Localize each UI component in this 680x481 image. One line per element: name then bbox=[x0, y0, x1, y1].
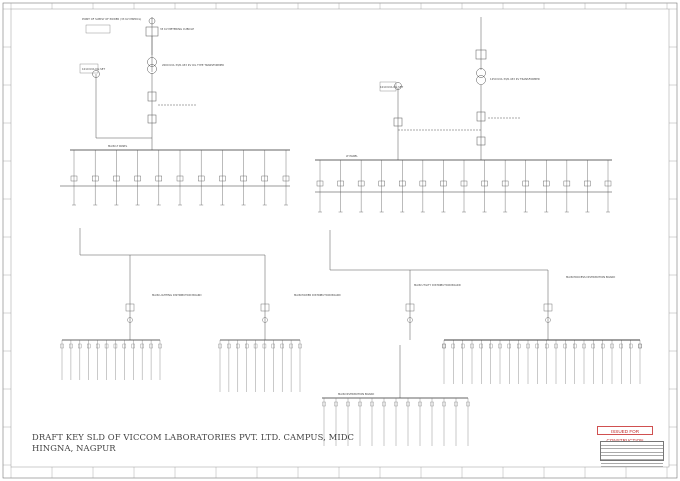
drawing-title: DRAFT KEY SLD OF VICCOM LABORATORIES PVT… bbox=[32, 432, 362, 454]
main-lt-panel-label: MAIN LT PANEL bbox=[108, 144, 128, 148]
drawing-title-line-2: HINGNA, NAGPUR bbox=[32, 443, 116, 453]
lt-busbars bbox=[60, 149, 612, 193]
hv-incoming-right bbox=[393, 17, 520, 160]
border-grid-ticks bbox=[3, 3, 677, 478]
annotation-boxes bbox=[79, 24, 397, 92]
board-d-label: MAIN PROCESS DISTRIBUTION BOARD bbox=[566, 275, 615, 279]
board-a-label: MAIN LIGHTING DISTRIBUTION BOARD bbox=[152, 293, 202, 297]
transformer-1-label: 2000 KVA 33/0.433 KV OIL TYPE TRANSFORME… bbox=[162, 63, 224, 67]
sub-board-links bbox=[79, 228, 549, 398]
sheet-inner-border bbox=[10, 8, 670, 468]
sub-distribution-boards bbox=[60, 300, 642, 446]
bus-bottom-label: MAIN DISTRIBUTION BOARD bbox=[338, 392, 374, 396]
feeders-left-panel bbox=[70, 150, 290, 206]
issued-for-construction-stamp: ISSUED FOR CONSTRUCTION bbox=[597, 426, 653, 443]
board-b-label: MAIN POWER DISTRIBUTION BOARD bbox=[294, 293, 341, 297]
feeders-right-panel bbox=[316, 160, 612, 213]
dg-set-1-label: 1010 KVA DG SET bbox=[82, 67, 105, 71]
dg-set-2-label: 1010 KVA DG SET bbox=[380, 85, 403, 89]
metering-cubicle-label: 33 KV METERING CUBICLE bbox=[160, 27, 194, 31]
source-note: POINT OF SUPPLY OF POWER (33 KV MSEDCL) bbox=[82, 17, 141, 21]
board-c-label: MAIN UTILITY DISTRIBUTION BOARD bbox=[414, 283, 461, 287]
title-box bbox=[600, 441, 664, 468]
hv-incoming-left bbox=[92, 17, 196, 150]
pcc2-panel-label: LT PANEL bbox=[346, 154, 358, 158]
transformer-2-label: 1250 KVA 33/0.433 KV TRANSFORMER bbox=[490, 77, 540, 81]
drawing-title-line-1: DRAFT KEY SLD OF VICCOM LABORATORIES PVT… bbox=[32, 432, 355, 442]
